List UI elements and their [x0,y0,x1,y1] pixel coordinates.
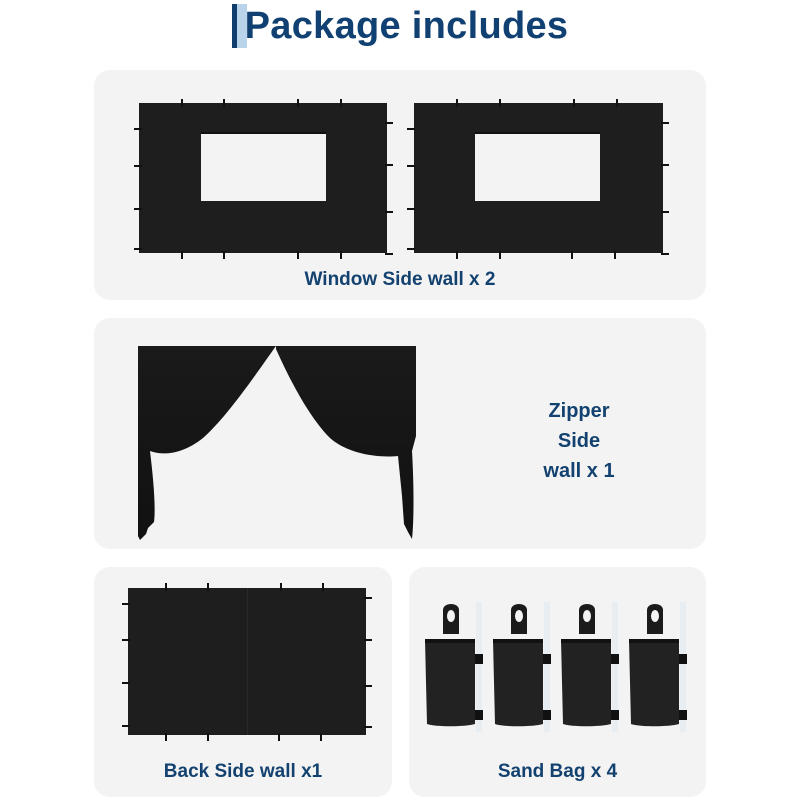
back-side-wall-label: Back Side wall x1 [163,761,323,782]
sand-bags-image [425,602,689,734]
header: Package includes [0,2,800,50]
sand-bag-label: Sand Bag x 4 [497,761,618,782]
zipper-label-line-1: Zipper [548,400,610,422]
card-back-side-wall: Back Side wall x1 [94,567,392,797]
zipper-curtain-image [138,346,416,540]
page-title: Package includes [244,5,569,47]
title-accent-bar [231,4,237,48]
title-accent-bar-light [236,4,247,48]
zipper-label-line-3: wall x 1 [543,460,615,482]
card-zipper-side-wall: Zipper Side wall x 1 [94,318,706,549]
zipper-side-wall-label: Zipper Side wall x 1 [504,396,654,486]
window-side-wall-label: Window Side wall x 2 [304,269,496,290]
zipper-label-line-2: Side [557,430,601,452]
card-window-side-wall: Window Side wall x 2 [94,70,706,300]
card-sand-bag: Sand Bag x 4 [409,567,706,797]
